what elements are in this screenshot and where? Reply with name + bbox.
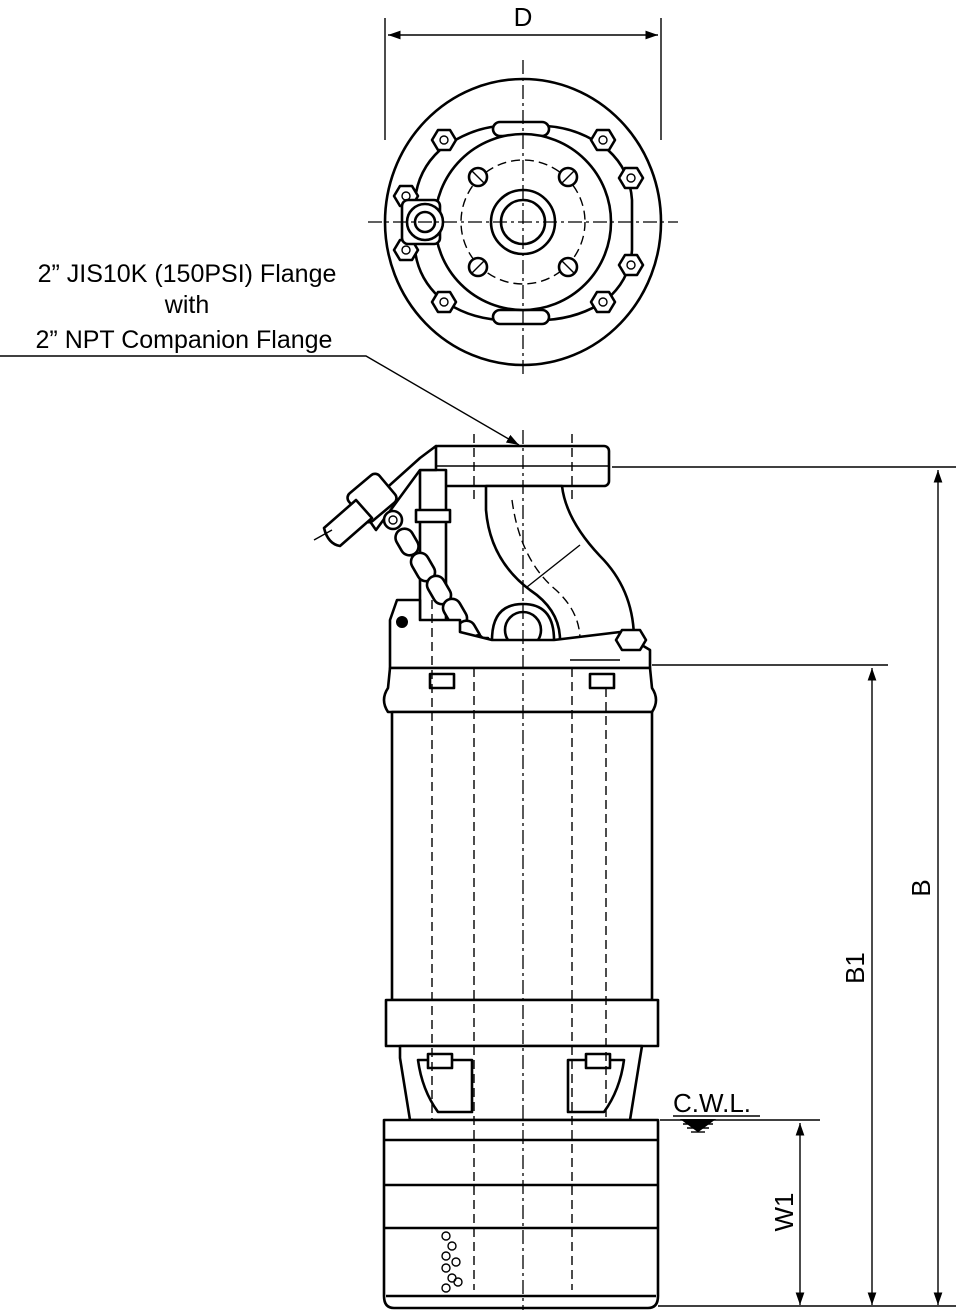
discharge-flange-annotation: 2” JIS10K (150PSI) Flange with 2” NPT Co… [0,260,520,446]
top-view: D [368,2,678,378]
lifting-lug-bottom [491,308,551,326]
flange-note-line2: with [164,291,209,319]
water-level-symbol [679,1119,717,1133]
dimension-b-label: B [906,879,936,896]
pump-casing [382,1118,660,1310]
motor-body [390,710,654,1002]
cable-gland [313,472,404,548]
side-view [313,430,660,1310]
flange-note-line3: 2” NPT Companion Flange [36,326,333,354]
cwl-label: C.W.L. [673,1088,751,1118]
dimension-b1: B1 [652,664,888,1305]
flange-note-line1: 2” JIS10K (150PSI) Flange [38,260,337,288]
bracket-window-right [566,1058,626,1114]
dimension-w1-label: W1 [769,1193,799,1232]
flange-bolts [467,166,579,278]
bolt-circle [460,159,586,285]
strainer-holes [441,1231,463,1293]
dimension-d: D [384,2,662,140]
continuous-water-level: C.W.L. [673,1088,760,1133]
dimension-b1-label: B1 [840,952,870,984]
frame-hex-bolts [392,128,645,314]
motor-lower-band [384,998,660,1048]
dimension-w1: W1 [660,1119,820,1305]
dimension-d-label: D [514,2,533,32]
dimension-b: B [612,466,956,1305]
